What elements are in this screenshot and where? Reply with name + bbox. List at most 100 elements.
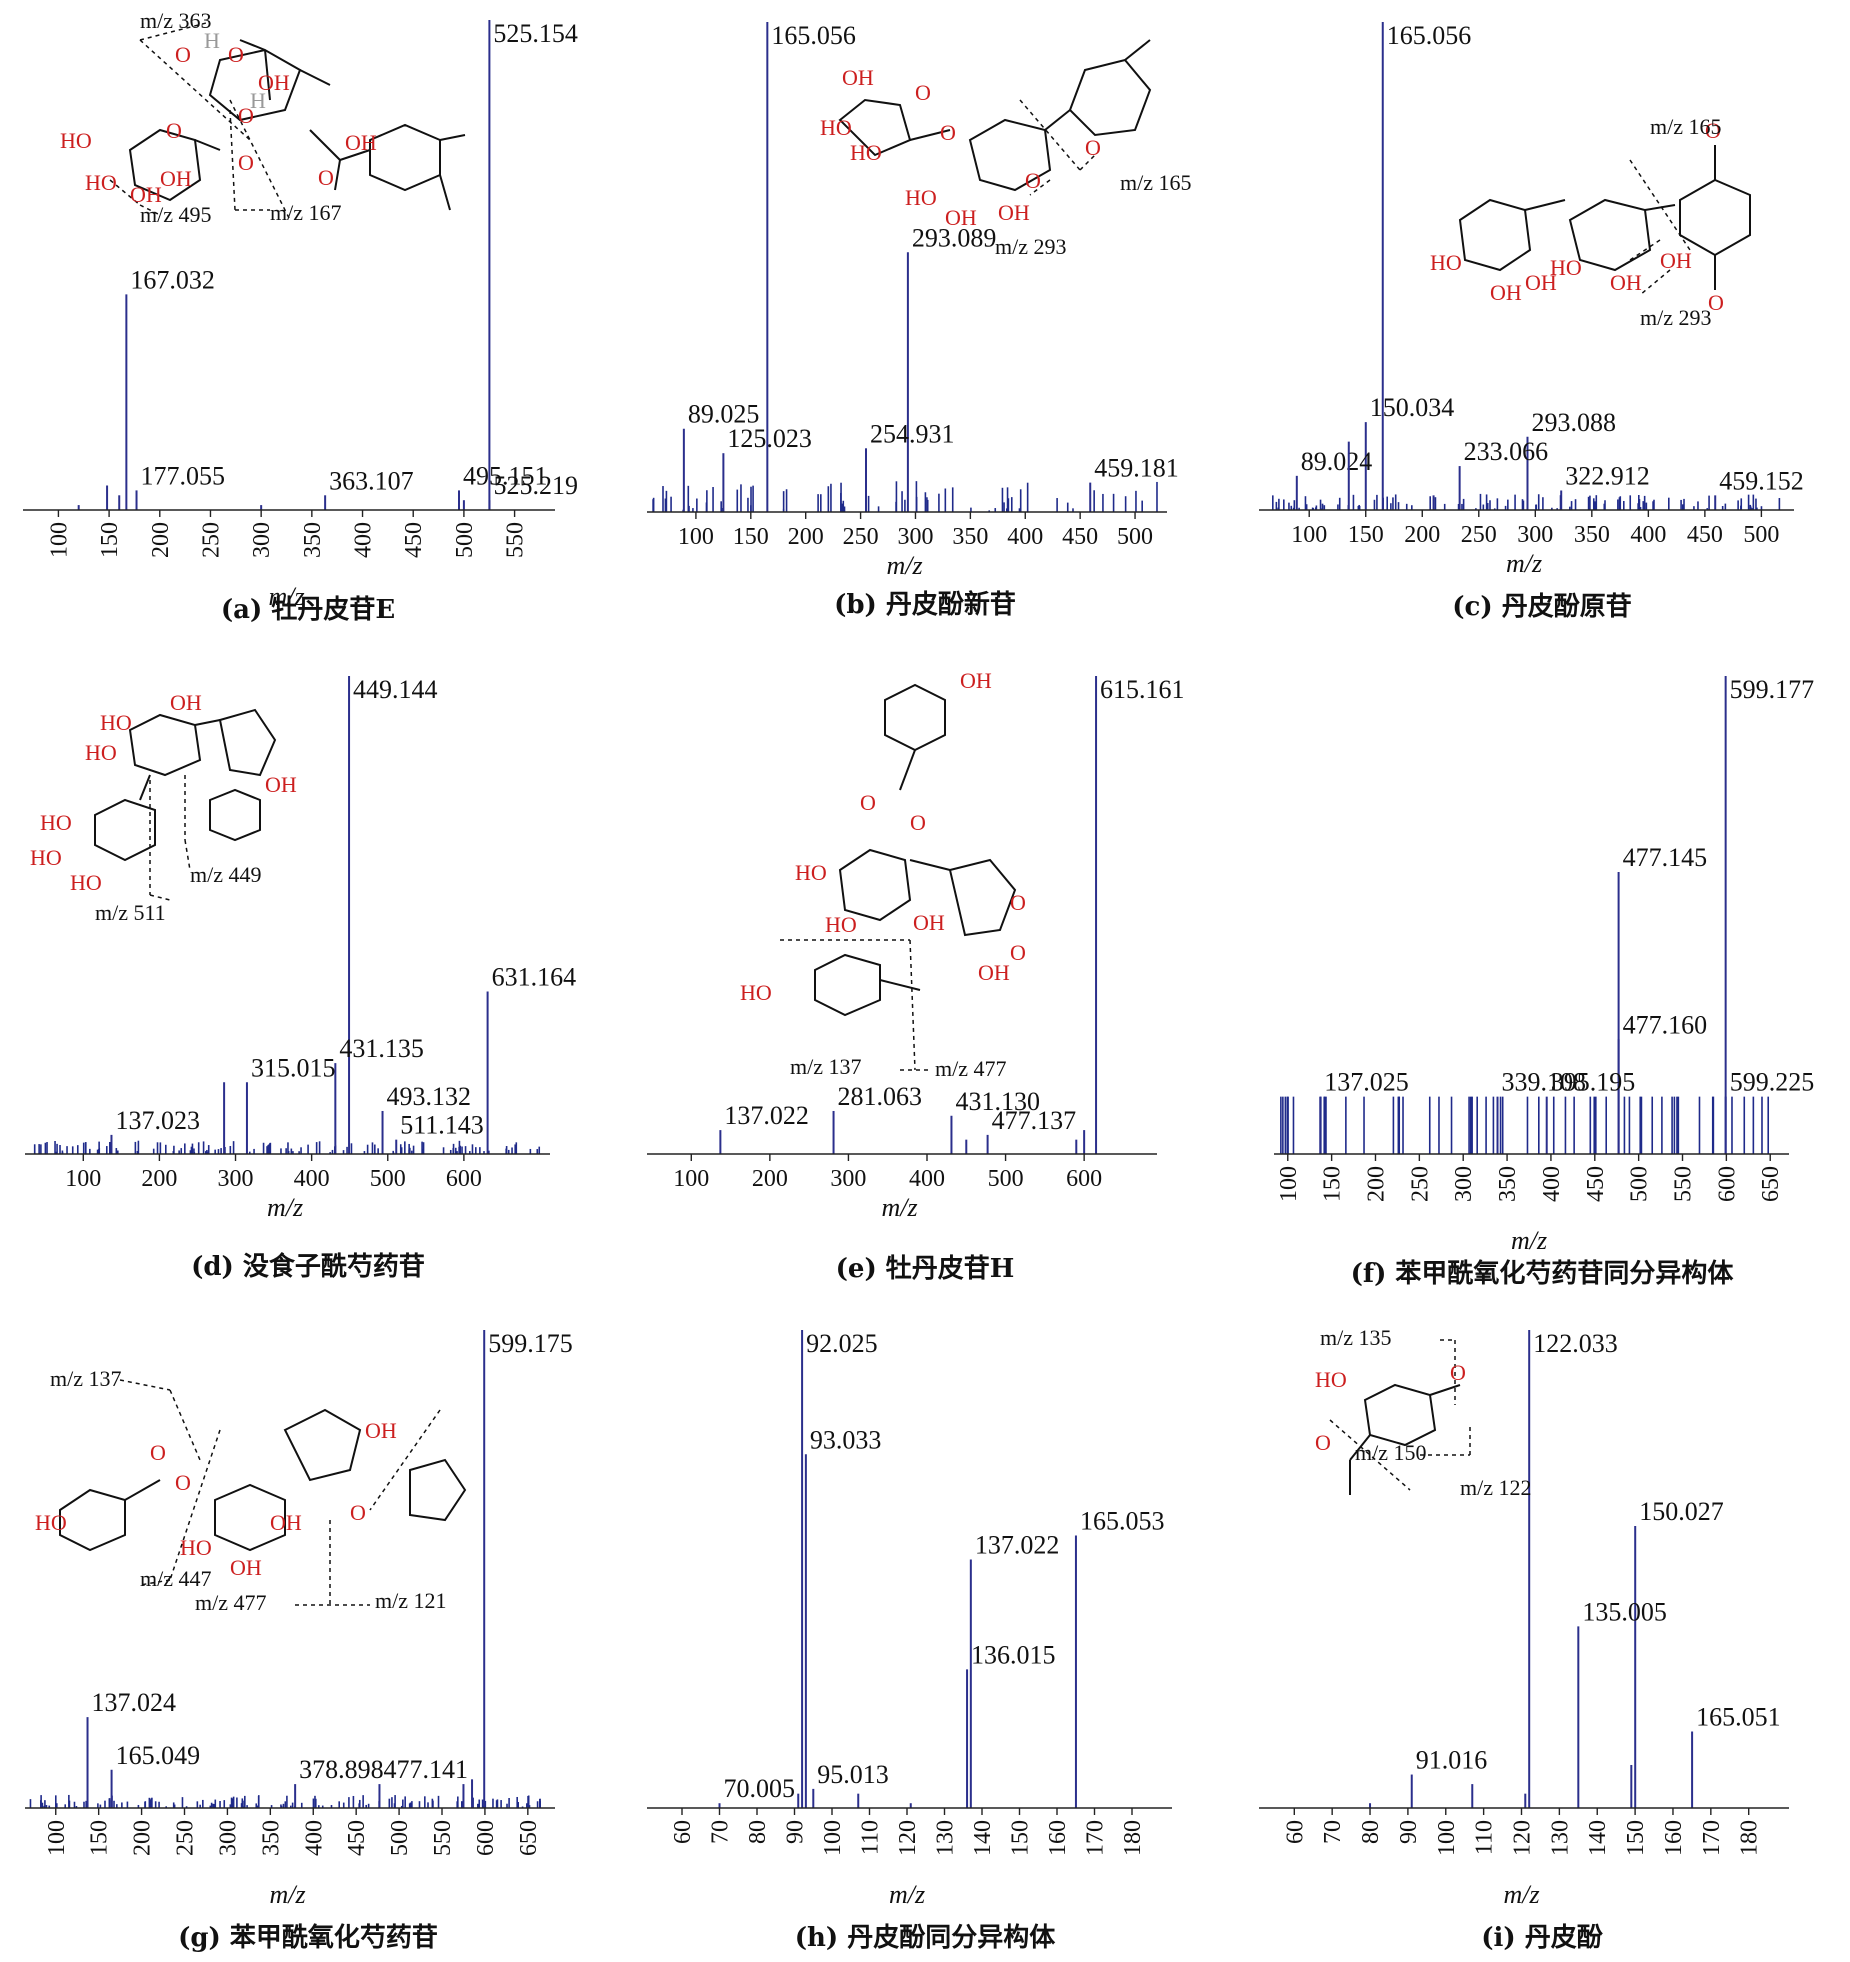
ho-group-label: HO	[85, 740, 117, 765]
panel-caption: (c) 丹皮酚原苷	[1452, 592, 1632, 622]
oh-group-label: OH	[1525, 270, 1557, 295]
x-tick-label: 100	[1434, 1820, 1460, 1856]
ho-group-label: HO	[740, 980, 772, 1005]
x-tick-label: 250	[843, 524, 879, 550]
peak-label: 477.141	[383, 1755, 468, 1784]
panel-caption: (e) 牡丹皮苷H	[835, 1254, 1015, 1284]
x-tick-label: 450	[1687, 522, 1723, 548]
oh-group-label: OH	[130, 182, 162, 207]
fragment-label: m/z 293	[995, 234, 1067, 259]
o-atom-label: O	[1010, 890, 1026, 915]
x-tick-label: 130	[1547, 1820, 1573, 1856]
x-tick-label: 150	[97, 522, 123, 558]
fragment-label: m/z 449	[190, 862, 262, 887]
x-tick-label: 100	[44, 1820, 70, 1856]
ho-group-label: HO	[1430, 250, 1462, 275]
x-tick-label: 110	[858, 1820, 884, 1855]
x-tick-label: 160	[1661, 1820, 1687, 1856]
x-axis-title: m/z	[269, 1880, 305, 1909]
peak-label: 254.931	[870, 419, 955, 448]
ho-group-label: HO	[850, 140, 882, 165]
x-tick-label: 150	[1008, 1820, 1034, 1856]
x-axis-title: m/z	[881, 1193, 917, 1222]
structure-drawing-a: O O H H OH HO HO OH OH O O O OH O m/z 49…	[60, 8, 490, 280]
peak-label: 177.055	[141, 461, 226, 490]
peak-label: 449.144	[353, 675, 438, 704]
peak-label: 91.016	[1416, 1746, 1488, 1775]
ho-group-label: HO	[825, 912, 857, 937]
o-atom-label: O	[318, 165, 334, 190]
oh-group-label: OH	[258, 70, 290, 95]
x-tick-label: 550	[503, 522, 529, 558]
x-tick-label: 300	[1451, 1166, 1477, 1202]
x-axis-title: m/z	[268, 582, 304, 611]
peak-label: 125.023	[727, 424, 811, 453]
peak-label: 339.108	[1502, 1068, 1587, 1097]
x-tick-label: 650	[1758, 1166, 1784, 1202]
o-atom-label: O	[940, 120, 956, 145]
o-atom-label: O	[175, 1470, 191, 1495]
oh-group-label: OH	[1610, 270, 1642, 295]
x-tick-label: 200	[148, 522, 174, 558]
x-tick-label: 400	[1007, 524, 1043, 550]
peak-label: 477.145	[1623, 843, 1708, 872]
o-atom-label: O	[1450, 1360, 1466, 1385]
peak-label: 165.053	[1080, 1507, 1165, 1536]
x-tick-label: 200	[1404, 522, 1440, 548]
oh-group-label: OH	[365, 1418, 397, 1443]
peak-label: 137.022	[975, 1530, 1060, 1559]
panel-caption: (g) 苯甲酰氧化芍药苷	[178, 1923, 438, 1953]
x-tick-label: 450	[401, 522, 427, 558]
fragment-label: m/z 122	[1460, 1475, 1532, 1500]
peak-label: 122.033	[1533, 1329, 1618, 1358]
x-tick-label: 300	[215, 1820, 241, 1856]
x-tick-label: 350	[1574, 522, 1610, 548]
oh-group-label: OH	[345, 130, 377, 155]
x-tick-label: 400	[351, 522, 377, 558]
peak-label: 137.025	[1324, 1068, 1409, 1097]
peak-label: 95.013	[817, 1760, 889, 1789]
peak-label: 135.005	[1582, 1597, 1667, 1626]
peak-label: 315.015	[251, 1053, 336, 1082]
x-tick-label: 150	[87, 1820, 113, 1856]
x-tick-label: 130	[933, 1820, 959, 1856]
peak-label: 137.024	[92, 1688, 177, 1717]
o-atom-label: O	[166, 118, 182, 143]
oh-group-label: OH	[960, 668, 992, 693]
peak-label: 525.219	[493, 471, 578, 500]
peak-label: 136.015	[971, 1640, 1056, 1669]
o-atom-label: O	[1708, 290, 1724, 315]
x-tick-label: 500	[387, 1820, 413, 1856]
peak-label: 495.151	[463, 461, 548, 490]
fragment-label: m/z 137	[790, 1054, 862, 1079]
fragment-label: m/z 121	[375, 1588, 447, 1613]
x-tick-label: 200	[141, 1166, 177, 1192]
peak-label: 92.025	[806, 1329, 878, 1358]
ho-group-label: HO	[85, 170, 117, 195]
peak-label: 459.181	[1094, 454, 1179, 483]
peak-label: 293.089	[912, 223, 997, 252]
o-atom-label: O	[1315, 1430, 1331, 1455]
x-tick-label: 350	[952, 524, 988, 550]
fragment-label: m/z 165	[1120, 170, 1192, 195]
peak-label: 165.056	[1387, 21, 1472, 50]
peak-label: 511.143	[400, 1111, 484, 1140]
x-tick-label: 500	[1117, 524, 1153, 550]
panel-caption: (b) 丹皮酚新苷	[834, 590, 1016, 620]
x-tick-label: 140	[1585, 1820, 1611, 1856]
x-axis-title: m/z	[1511, 1226, 1547, 1255]
x-tick-label: 100	[65, 1166, 101, 1192]
x-tick-label: 600	[1714, 1166, 1740, 1202]
x-tick-label: 100	[673, 1166, 709, 1192]
x-tick-label: 100	[1291, 522, 1327, 548]
peak-label: 431.130	[955, 1087, 1039, 1116]
x-axis-title: m/z	[889, 1880, 925, 1909]
x-tick-label: 100	[820, 1820, 846, 1856]
x-tick-label: 110	[1472, 1820, 1498, 1855]
peak-label: 363.107	[329, 466, 414, 495]
